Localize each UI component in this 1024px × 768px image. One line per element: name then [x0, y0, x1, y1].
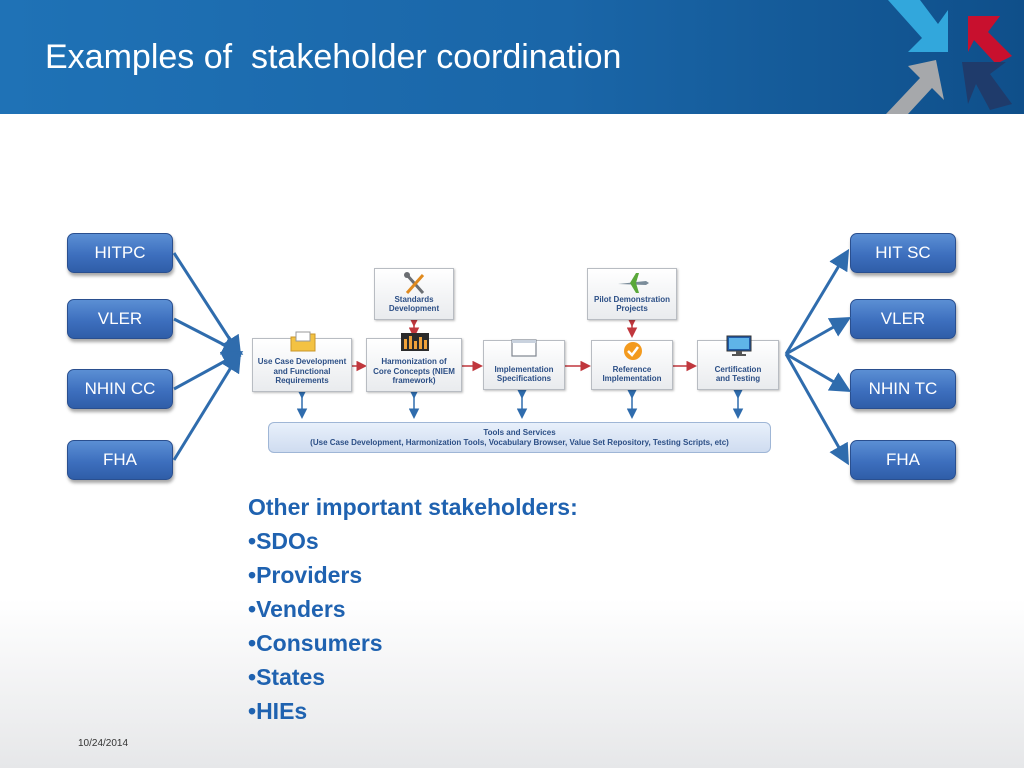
right-group-hit-sc[interactable]: HIT SC	[850, 233, 956, 273]
arrow-left-vler	[173, 317, 244, 355]
arrow-nhin-tc	[785, 352, 852, 393]
left-group-vler[interactable]: VLER	[67, 299, 173, 339]
slide-date: 10/24/2014	[78, 738, 129, 749]
stakeholders-heading: Other important stakeholders:	[248, 494, 578, 520]
airplane-icon	[618, 273, 649, 293]
stakeholder-item: •Venders	[248, 596, 346, 622]
node-harmonization: Harmonization of Core Concepts (NIEM fra…	[366, 333, 462, 392]
arrows-logo-icon	[886, 0, 1012, 114]
other-stakeholders: Other important stakeholders: •SDOs •Pro…	[248, 490, 578, 728]
left-group-nhin-cc[interactable]: NHIN CC	[67, 369, 173, 409]
tools-and-services-bar: Tools and Services (Use Case Development…	[268, 422, 771, 453]
stakeholder-item: •Providers	[248, 562, 363, 588]
node-pilot-demonstration: Pilot Demonstration Projects	[587, 268, 677, 320]
arrow-left-fha	[172, 350, 242, 461]
left-group-hitpc[interactable]: HITPC	[67, 233, 173, 273]
node-use-case-development: Use Case Development and Functional Requ…	[252, 331, 352, 392]
equalizer-icon	[401, 333, 429, 351]
left-group-fha[interactable]: FHA	[67, 440, 173, 480]
arrow-right-fha	[784, 353, 849, 466]
arrow-hitpc	[172, 252, 242, 358]
node-implementation-specifications: Implementation Specifications	[483, 339, 565, 390]
right-group-vler[interactable]: VLER	[850, 299, 956, 339]
stakeholder-item: •States	[248, 664, 326, 690]
right-group-nhin-tc[interactable]: NHIN TC	[850, 369, 956, 409]
node-certification-testing: Certification and Testing	[697, 335, 779, 390]
checkmark-badge-icon	[624, 342, 642, 360]
wrench-screwdriver-icon	[404, 272, 425, 294]
node-standards-development: Standards Development	[374, 268, 454, 320]
folder-icon	[290, 331, 316, 352]
node-reference-implementation: Reference Implementation	[591, 340, 673, 390]
stakeholder-item: •Consumers	[248, 630, 383, 656]
arrow-hit-sc	[784, 248, 850, 355]
stakeholder-item: •SDOs	[248, 528, 319, 554]
tools-title: Tools and Services	[483, 428, 556, 437]
arrow-right-vler	[785, 317, 852, 356]
slide-title: Examples of stakeholder coordination	[45, 38, 622, 76]
tools-detail: (Use Case Development, Harmonization Too…	[310, 438, 729, 447]
monitor-icon	[726, 335, 752, 356]
title-banner	[0, 0, 1024, 114]
stakeholder-item: •HIEs	[248, 698, 308, 724]
right-group-fha[interactable]: FHA	[850, 440, 956, 480]
window-icon	[511, 339, 537, 357]
